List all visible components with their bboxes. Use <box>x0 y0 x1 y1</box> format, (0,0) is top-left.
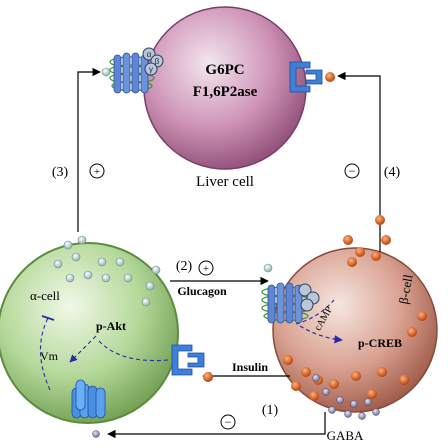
beta-glucagon-receptor-icon <box>261 282 320 324</box>
alpha-insulin-dot <box>203 372 213 382</box>
glucagon-granules <box>53 235 273 307</box>
pathway-3-arrow <box>77 67 101 232</box>
alpha-pakt-arrow <box>97 339 169 362</box>
liver-enzyme-f16p2ase: F1,6P2ase <box>193 84 258 100</box>
insulin-granules <box>283 215 427 401</box>
svg-text:α: α <box>147 50 152 59</box>
alpha-insulin-receptor-icon <box>171 344 205 376</box>
liver-cell-label: Liver cell <box>196 174 254 190</box>
alpha-vm-label: Vm <box>40 349 59 363</box>
gaba-arrow <box>107 412 326 439</box>
gaba-label: GABA <box>327 428 364 443</box>
svg-text:−: − <box>349 164 356 178</box>
alpha-pakt-label: p-Akt <box>96 319 126 333</box>
step-4-label: (4) <box>384 165 401 180</box>
svg-text:γ: γ <box>149 65 153 74</box>
gaba-channel-icon <box>71 379 106 419</box>
alpha-cell <box>0 242 179 424</box>
liver-glucagon-dot <box>101 67 111 77</box>
svg-text:+: + <box>94 166 100 178</box>
plus-sign-2: + <box>198 260 214 276</box>
alpha-pakt-to-channel-arrow <box>69 335 97 363</box>
alpha-vm-inhibit-arrow <box>39 317 51 391</box>
insulin-label: Insulin <box>232 360 268 374</box>
step-2-label: (2) <box>176 259 193 274</box>
liver-glucagon-receptor-icon: α β γ <box>109 47 164 94</box>
svg-text:β: β <box>155 57 160 66</box>
minus-sign-gaba: − <box>220 414 236 430</box>
svg-text:−: − <box>225 415 232 429</box>
gaba-granules <box>92 374 380 438</box>
beta-pcreb-label: p-CREB <box>358 336 402 350</box>
beta-receptor-to-camp-arrow <box>295 299 335 325</box>
beta-camp-to-creb-arrow <box>299 325 343 344</box>
minus-sign-4: − <box>344 163 360 179</box>
step-3-label: (3) <box>52 165 69 180</box>
beta-cell <box>272 247 438 413</box>
plus-sign-3: + <box>89 163 105 179</box>
step-1-label: (1) <box>262 403 279 418</box>
beta-cell-label: β-cell <box>396 273 416 305</box>
liver-insulin-dot <box>325 72 335 82</box>
pathway-4-arrow <box>337 71 381 252</box>
svg-text:+: + <box>203 263 209 275</box>
liver-enzyme-g6pc: G6PC <box>205 62 244 78</box>
alpha-vm-inhibit-bar <box>41 315 55 321</box>
alpha-cell-label: α-cell <box>30 288 60 303</box>
liver-insulin-receptor-icon <box>289 61 323 93</box>
glucagon-label: Glucagon <box>177 284 227 298</box>
